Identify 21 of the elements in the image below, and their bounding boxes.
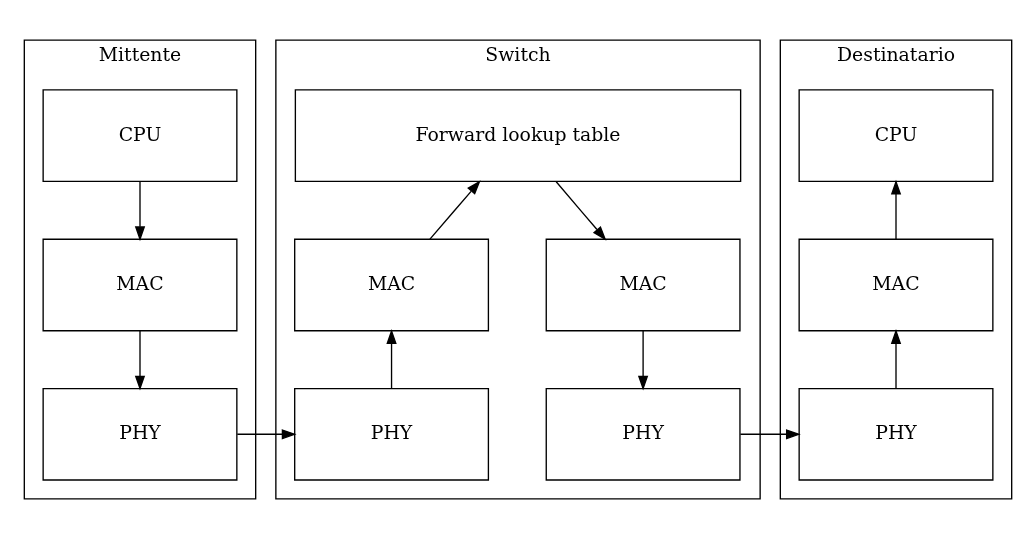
arrow [386, 329, 397, 390]
node-box: MAC [545, 238, 741, 332]
node-box: Forward lookup table [294, 89, 742, 183]
arrow [637, 330, 649, 391]
node-box: PHY [798, 387, 994, 481]
arrow [134, 181, 146, 242]
arrow [429, 180, 481, 240]
arrow [739, 429, 801, 440]
node-box: PHY [42, 387, 238, 481]
node-box: PHY [545, 387, 741, 481]
arrow [890, 329, 902, 390]
node-box: MAC [42, 238, 238, 332]
arrow [555, 181, 607, 241]
arrow [134, 330, 146, 391]
arrow [236, 429, 297, 440]
node-box: MAC [798, 238, 994, 332]
node-box: MAC [294, 238, 490, 332]
node-box: CPU [798, 89, 994, 183]
node-box: PHY [294, 387, 490, 481]
node-box: CPU [42, 89, 238, 183]
arrow [890, 179, 902, 240]
